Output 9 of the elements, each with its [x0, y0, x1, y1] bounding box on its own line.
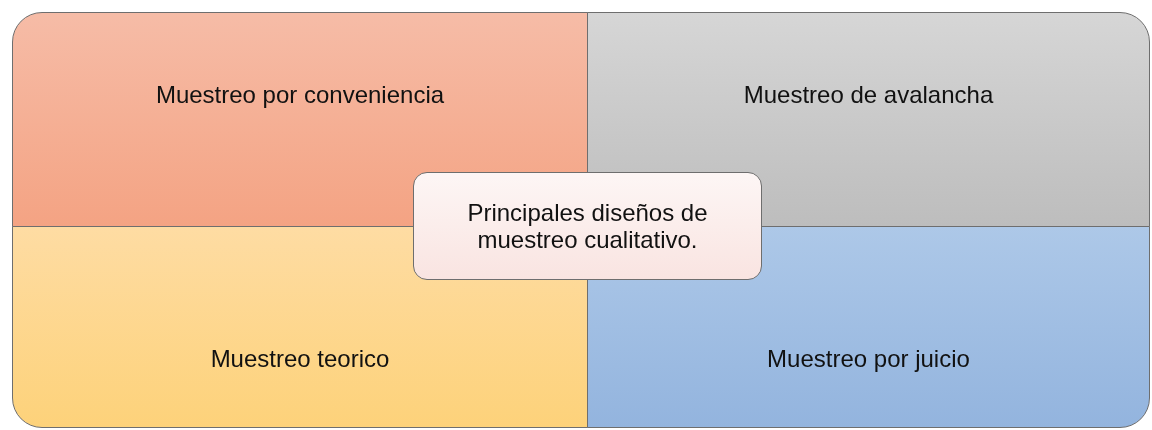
quadrant-panel	[587, 12, 1150, 227]
center-box	[413, 172, 762, 280]
quadrant-label: Muestreo por conveniencia	[155, 81, 445, 109]
quadrant-panel	[12, 12, 588, 227]
quadrant-label: Muestreo por juicio	[767, 345, 970, 373]
quadrant-label: Muestreo de avalancha	[743, 81, 994, 109]
quadrant-label: Muestreo teorico	[210, 345, 390, 373]
quadrant-panel	[587, 226, 1150, 428]
center-title: Principales diseños de muestreo cualitativo.	[466, 199, 709, 253]
